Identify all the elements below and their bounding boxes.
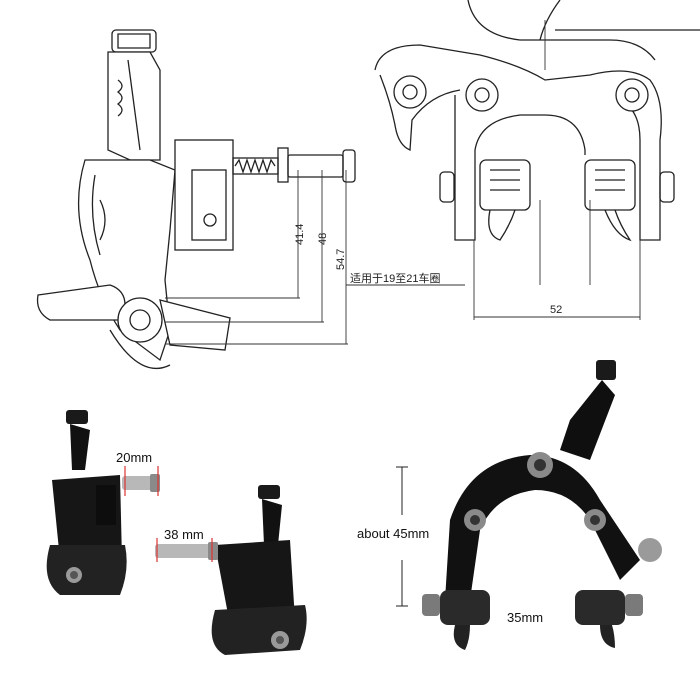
dim-52: 52 — [550, 304, 562, 316]
caliper-photo-front — [396, 360, 662, 650]
bolt-38mm-label: 38 mm — [164, 527, 204, 542]
dim-48: 48 — [317, 233, 329, 245]
bolt-20mm-label: 20mm — [116, 450, 152, 465]
height-label: about 45mm — [357, 526, 429, 541]
front-view-drawing — [374, 0, 700, 320]
caliper-photo-long-bolt — [155, 485, 307, 655]
dim-54-7: 54.7 — [335, 249, 347, 270]
rim-fit-note: 适用于19至21车圈 — [350, 271, 440, 285]
pad-spacing-label: 35mm — [507, 610, 543, 625]
side-view-drawing — [36, 29, 465, 370]
dim-41-4: 41.4 — [294, 224, 306, 245]
caliper-photo-short-bolt — [46, 410, 160, 595]
